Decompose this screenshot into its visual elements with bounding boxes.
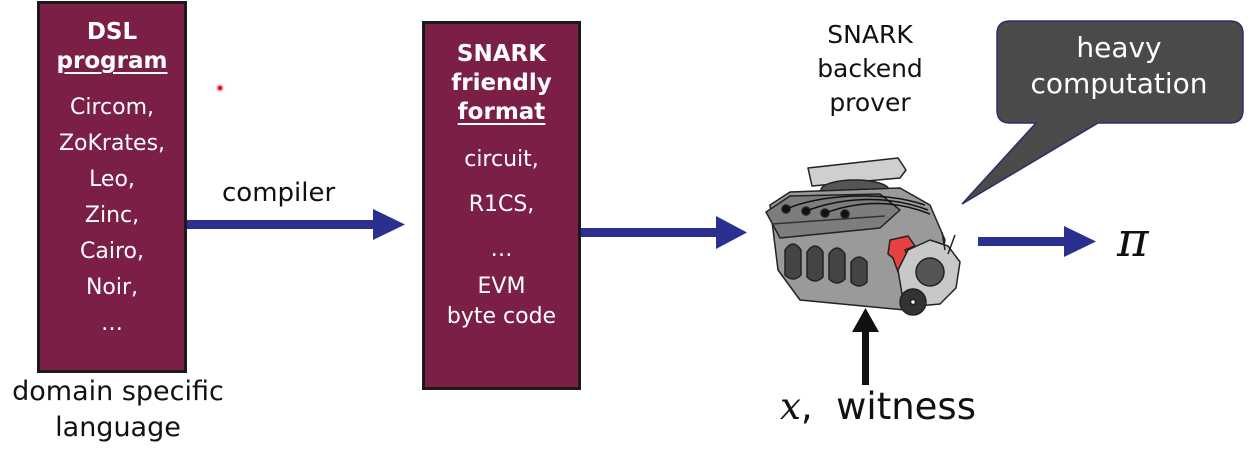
snark-format-box: SNARK friendly format circuit, R1CS, … E… bbox=[422, 21, 581, 390]
public-input-symbol: x bbox=[780, 385, 801, 428]
dsl-title: DSL bbox=[86, 19, 138, 45]
backend-label-line3: prover bbox=[829, 88, 911, 117]
callout-bubble bbox=[961, 20, 1244, 205]
inputs-separator: , bbox=[800, 385, 813, 428]
prover-to-proof-arrow bbox=[978, 226, 1096, 257]
laser-pointer-dot bbox=[215, 83, 225, 93]
format-item: byte code bbox=[446, 304, 557, 329]
proof-symbol: π bbox=[1117, 212, 1149, 268]
dsl-caption-line2: language bbox=[55, 412, 181, 443]
dsl-language-item: Leo, bbox=[89, 167, 135, 192]
dsl-caption: domain specific language bbox=[0, 374, 236, 446]
format-item: EVM bbox=[477, 274, 526, 299]
witness-label: witness bbox=[836, 385, 976, 428]
callout-text: heavy computation bbox=[995, 30, 1243, 102]
format-item: R1CS, bbox=[468, 192, 535, 217]
backend-label-line2: backend bbox=[817, 54, 923, 83]
dsl-language-item: Noir, bbox=[85, 275, 139, 300]
witness-input-arrow bbox=[852, 308, 879, 385]
dsl-title-program: program bbox=[56, 48, 168, 74]
dsl-caption-line1: domain specific bbox=[12, 376, 224, 407]
format-to-prover-arrow bbox=[581, 216, 747, 249]
format-title-line1: SNARK bbox=[456, 41, 547, 67]
dsl-language-item: … bbox=[101, 311, 123, 336]
format-title-line2: friendly bbox=[451, 70, 552, 96]
callout-line2: computation bbox=[1030, 67, 1208, 100]
format-list: circuit, R1CS, … EVM byte code bbox=[425, 137, 578, 332]
callout-line1: heavy bbox=[1076, 31, 1162, 64]
format-item: circuit, bbox=[464, 147, 539, 172]
format-item: … bbox=[490, 237, 513, 262]
dsl-language-list: Circom, ZoKrates, Leo, Zinc, Cairo, Noir… bbox=[40, 90, 184, 342]
compiler-label: compiler bbox=[222, 178, 336, 208]
snark-backend-label: SNARK backend prover bbox=[800, 18, 940, 120]
prover-inputs-label: x, witness bbox=[780, 385, 976, 428]
dsl-language-item: Zinc, bbox=[84, 203, 140, 228]
engine-icon bbox=[765, 157, 961, 316]
dsl-language-item: Cairo, bbox=[80, 239, 144, 264]
dsl-language-item: ZoKrates, bbox=[58, 131, 166, 156]
dsl-language-item: Circom, bbox=[69, 95, 154, 120]
dsl-program-box: DSL program Circom, ZoKrates, Leo, Zinc,… bbox=[37, 1, 187, 373]
format-title-line3: format bbox=[457, 99, 546, 125]
compiler-arrow bbox=[187, 209, 405, 240]
backend-label-line1: SNARK bbox=[827, 20, 913, 49]
